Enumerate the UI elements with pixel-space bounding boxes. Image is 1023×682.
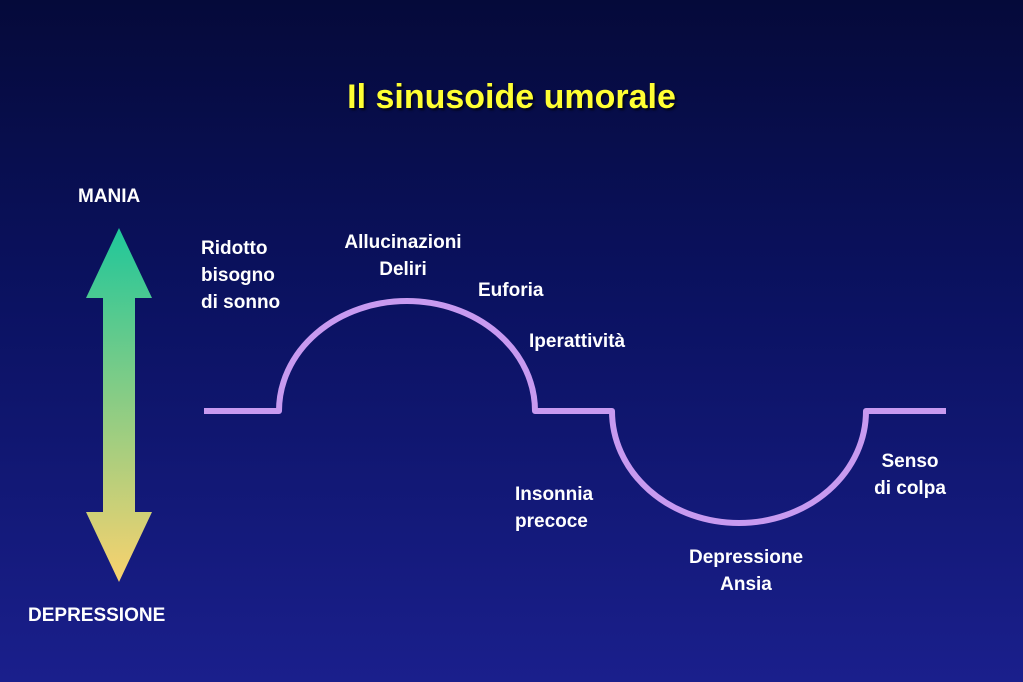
- mania-label: MANIA: [78, 186, 141, 207]
- depression-axis-label: DEPRESSIONE: [28, 605, 166, 626]
- depression-anxiety-label: Depressione Ansia: [688, 547, 804, 595]
- mood-axis-arrow: [86, 228, 152, 582]
- insomnia-label: Insonnia precoce: [515, 484, 594, 532]
- hyperactivity-label: Iperattività: [529, 331, 626, 352]
- reduced-sleep-label: Ridotto bisogno di sonno: [201, 238, 281, 313]
- euphoria-label: Euforia: [478, 280, 544, 301]
- page-title: Il sinusoide umorale: [347, 78, 676, 116]
- hallucinations-label: Allucinazioni Deliri: [344, 232, 462, 280]
- guilt-label: Senso di colpa: [874, 451, 946, 499]
- mood-sinusoid-curve: [204, 298, 946, 526]
